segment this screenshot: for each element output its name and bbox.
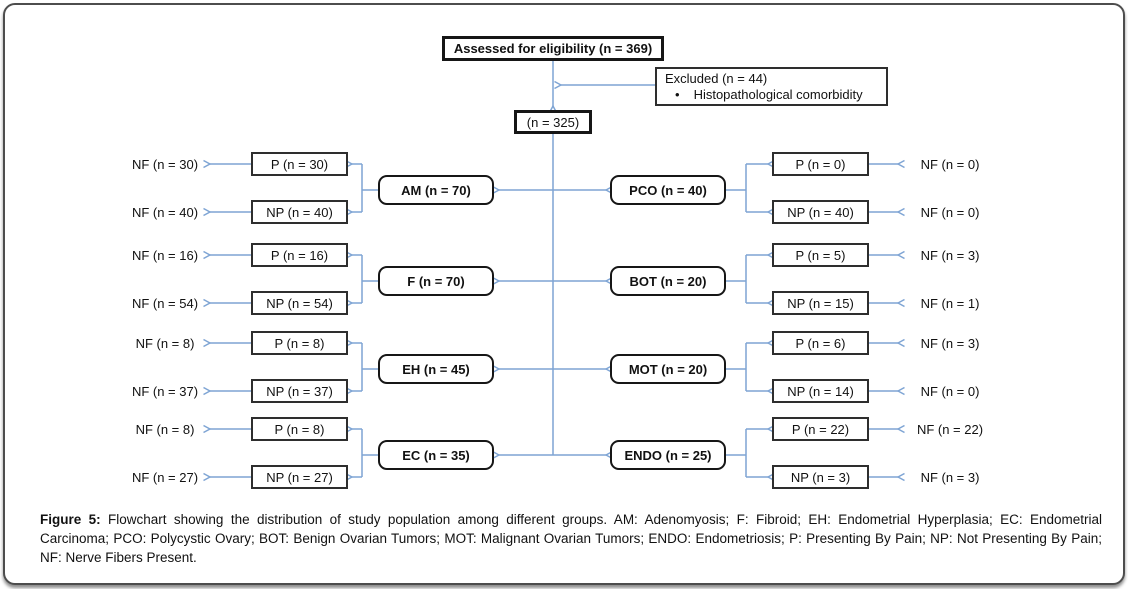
np-box: NP (n = 40) [772, 200, 869, 224]
nf-label: NF (n = 0) [920, 205, 980, 220]
p-box: P (n = 6) [772, 331, 869, 355]
np-box: NP (n = 37) [251, 379, 348, 403]
excluded-bullet-item: Histopathological comorbidity [665, 87, 863, 103]
excluded-box: Excluded (n = 44) Histopathological como… [655, 67, 888, 106]
group-box-f: F (n = 70) [378, 266, 494, 296]
nf-label: NF (n = 27) [131, 470, 199, 485]
group-box-endo: ENDO (n = 25) [610, 440, 726, 470]
nf-label: NF (n = 8) [135, 422, 195, 437]
figure-caption: Figure 5: Flowchart showing the distribu… [40, 510, 1102, 567]
p-box: P (n = 30) [251, 152, 348, 176]
group-box-pco: PCO (n = 40) [610, 175, 726, 205]
nf-label: NF (n = 3) [920, 336, 980, 351]
nf-label: NF (n = 3) [920, 470, 980, 485]
figure-caption-text: Flowchart showing the distribution of st… [40, 512, 1102, 565]
np-box: NP (n = 15) [772, 291, 869, 315]
nf-label: NF (n = 8) [135, 336, 195, 351]
nf-label: NF (n = 0) [920, 157, 980, 172]
p-box: P (n = 5) [772, 243, 869, 267]
nf-label: NF (n = 22) [916, 422, 984, 437]
np-box: NP (n = 14) [772, 379, 869, 403]
nf-label: NF (n = 40) [131, 205, 199, 220]
np-box: NP (n = 27) [251, 465, 348, 489]
nf-label: NF (n = 16) [131, 248, 199, 263]
group-box-eh: EH (n = 45) [378, 354, 494, 384]
p-box: P (n = 0) [772, 152, 869, 176]
p-box: P (n = 22) [772, 417, 869, 441]
np-box: NP (n = 40) [251, 200, 348, 224]
nf-label: NF (n = 3) [920, 248, 980, 263]
figure-card [3, 3, 1125, 585]
group-box-bot: BOT (n = 20) [610, 266, 726, 296]
figure-caption-label: Figure 5: [40, 512, 101, 527]
nf-label: NF (n = 30) [131, 157, 199, 172]
group-box-mot: MOT (n = 20) [610, 354, 726, 384]
nf-label: NF (n = 0) [920, 384, 980, 399]
included-count-box: (n = 325) [514, 110, 592, 134]
group-box-ec: EC (n = 35) [378, 440, 494, 470]
nf-label: NF (n = 54) [131, 296, 199, 311]
p-box: P (n = 16) [251, 243, 348, 267]
np-box: NP (n = 3) [772, 465, 869, 489]
np-box: NP (n = 54) [251, 291, 348, 315]
p-box: P (n = 8) [251, 331, 348, 355]
p-box: P (n = 8) [251, 417, 348, 441]
assessed-eligibility-box: Assessed for eligibility (n = 369) [442, 36, 664, 61]
group-box-am: AM (n = 70) [378, 175, 494, 205]
excluded-title: Excluded (n = 44) [665, 70, 768, 86]
nf-label: NF (n = 1) [920, 296, 980, 311]
nf-label: NF (n = 37) [131, 384, 199, 399]
